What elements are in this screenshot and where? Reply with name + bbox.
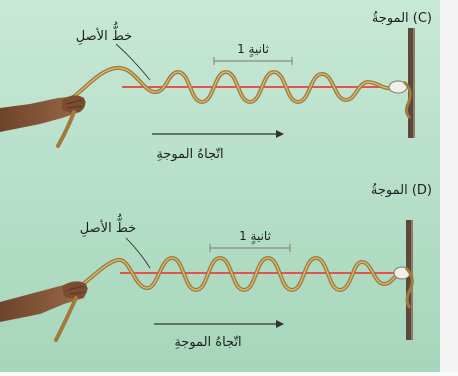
direction-label-c: اتّجاهُ الموجةِ bbox=[156, 147, 223, 162]
direction-label-d: اتّجاهُ الموجةِ bbox=[174, 335, 241, 350]
reference-pointer-d bbox=[125, 237, 151, 269]
hand-c bbox=[0, 95, 86, 132]
time-label-c: 1 ثانيةٍ bbox=[237, 42, 269, 57]
wall-post-d bbox=[406, 220, 411, 340]
wall-post-c bbox=[408, 28, 413, 138]
panel-c-title: الموجةُ (C) bbox=[372, 11, 432, 26]
rope-wave-d-highlight bbox=[77, 257, 403, 291]
rope-handle-d bbox=[54, 296, 78, 342]
wall-post-c-shade bbox=[413, 28, 415, 138]
rope-tail-d bbox=[404, 266, 414, 309]
rope-tail-c bbox=[402, 80, 412, 120]
rope-handle-c bbox=[56, 110, 76, 148]
time-label-d: 1 ثانيةٍ bbox=[239, 229, 271, 244]
panel-d-title: الموجةُ (D) bbox=[371, 183, 432, 198]
hand-d bbox=[0, 281, 88, 322]
reference-pointer-c bbox=[115, 43, 151, 81]
direction-arrow-c bbox=[152, 130, 284, 138]
time-scale-c bbox=[213, 57, 293, 65]
direction-arrow-d bbox=[154, 320, 284, 328]
page-margin bbox=[440, 0, 458, 372]
time-scale-d bbox=[209, 244, 291, 252]
rope-wave-c-highlight bbox=[71, 67, 395, 103]
panel-c: الموجةُ (C) 1 ثانيةٍ خطُّ الأصلِ bbox=[0, 11, 432, 162]
